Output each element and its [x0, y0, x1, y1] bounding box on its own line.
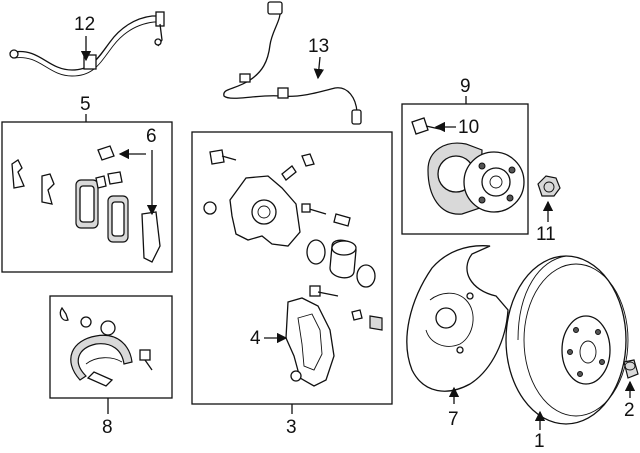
- group-box-5: [1, 121, 173, 273]
- brake-rotor-part: [505, 255, 629, 425]
- callout-4: 4: [250, 328, 261, 349]
- callout-8: 8: [102, 417, 113, 438]
- backing-plate-part: [406, 245, 509, 392]
- leader-13: [313, 56, 325, 80]
- parking-brake-shoe-part: [59, 306, 153, 387]
- lug-nut-part: [537, 175, 561, 197]
- caliper-assembly-part: [203, 149, 383, 387]
- group-box-8: [49, 295, 173, 399]
- callout-9: 9: [460, 76, 471, 97]
- callout-10: 10: [458, 117, 479, 138]
- brake-pad-kit-part: [11, 145, 161, 263]
- callout-3: 3: [286, 417, 297, 438]
- callout-1: 1: [534, 431, 545, 452]
- callout-11: 11: [536, 224, 556, 245]
- callout-13: 13: [308, 36, 329, 57]
- callout-5: 5: [80, 94, 91, 115]
- hub-bearing-part: [411, 117, 525, 215]
- callout-7: 7: [448, 409, 459, 430]
- group-box-9: [401, 103, 529, 235]
- callout-12: 12: [74, 14, 95, 35]
- rotor-screw-part: [623, 359, 639, 379]
- callout-6: 6: [146, 126, 157, 147]
- callout-2: 2: [624, 400, 635, 421]
- abs-sensor-wire-part: [223, 1, 362, 125]
